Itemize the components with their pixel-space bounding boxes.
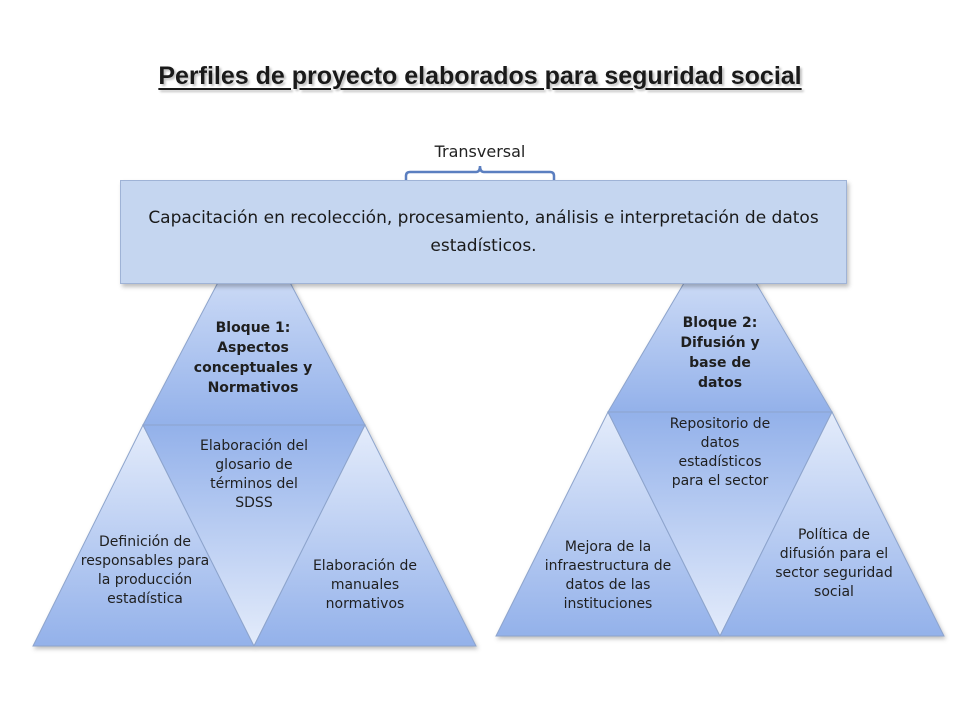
transversal-brace	[404, 165, 556, 182]
bloque2-middle-text: Repositorio de datos estadísticos para e…	[669, 416, 771, 489]
bloque1-right-text: Elaboración de manuales normativos	[312, 558, 418, 612]
bloque2-right-text: Política de difusión para el sector segu…	[775, 527, 893, 600]
bloque2-left-text: Mejora de la infraestructura de datos de…	[544, 539, 672, 612]
bloque2-pyramid	[495, 221, 945, 638]
bloque2-title: Bloque 2: Difusión y base de datos	[680, 315, 760, 391]
transversal-banner: Capacitación en recolección, procesamien…	[120, 180, 847, 284]
bloque1-middle-text: Elaboración del glosario de términos del…	[200, 438, 308, 511]
bloque1-title: Bloque 1: Aspectos conceptuales y Normat…	[193, 320, 313, 396]
bloque1-right-triangle	[253, 423, 477, 647]
transversal-label: Transversal	[434, 142, 526, 161]
bloque2-right-triangle	[719, 410, 945, 637]
bloque1-left-text: Definición de responsables para la produ…	[80, 534, 210, 607]
page-title: Perfiles de proyecto elaborados para seg…	[158, 62, 802, 90]
bloque1-pyramid	[32, 212, 477, 648]
